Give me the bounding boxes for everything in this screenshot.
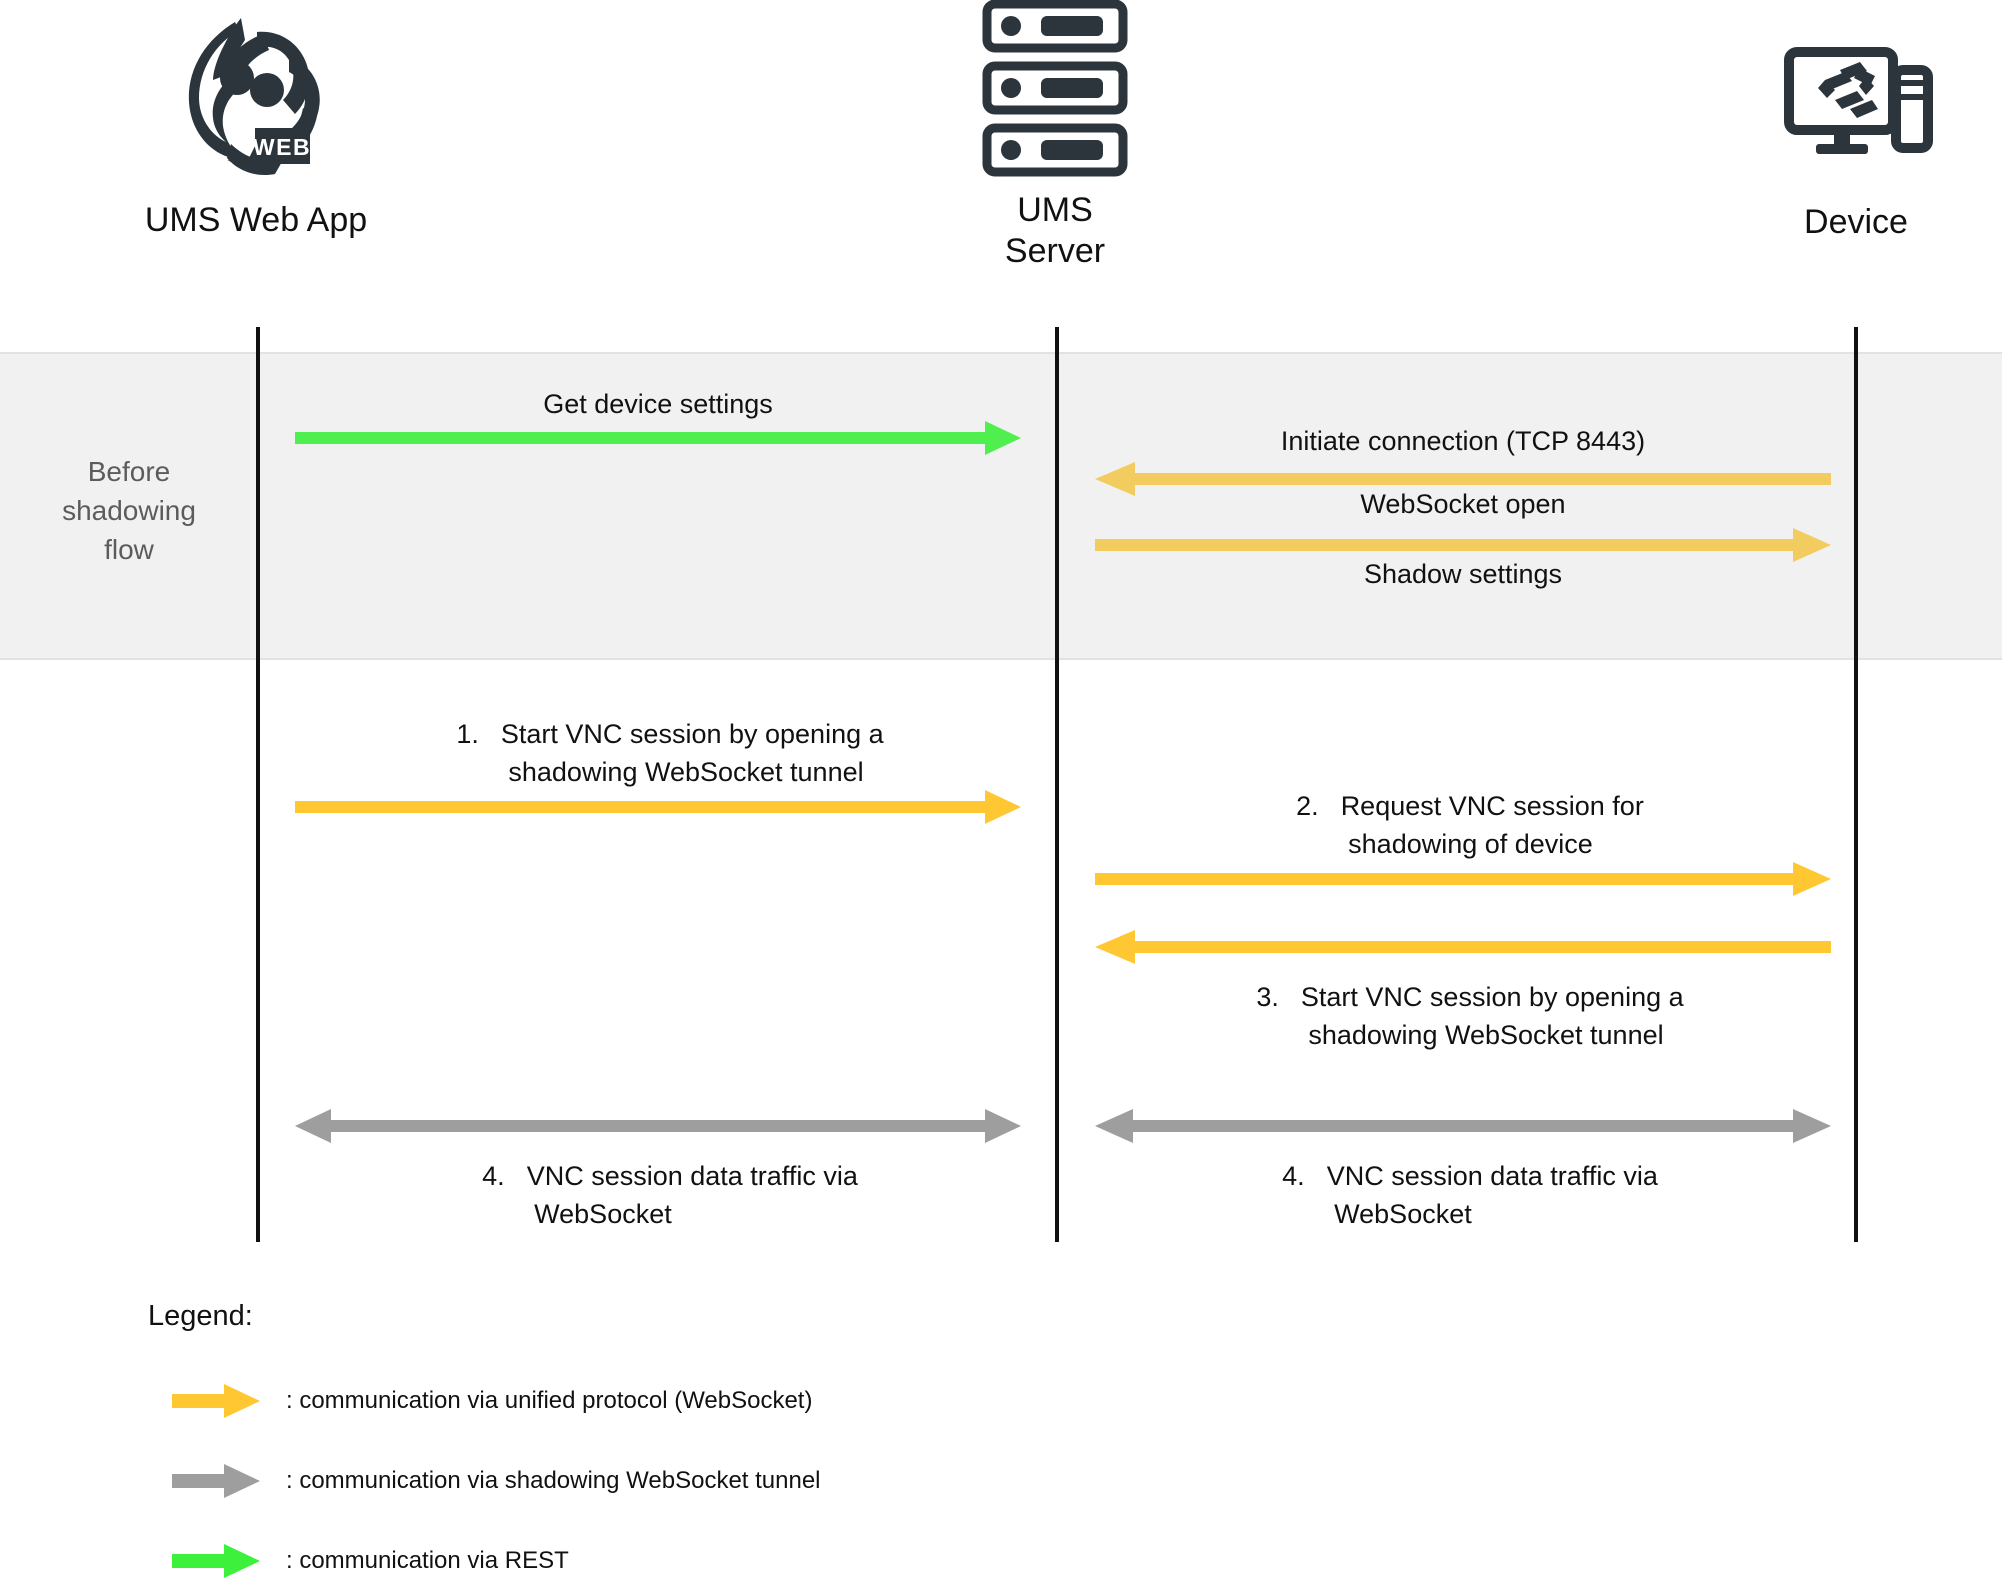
message-number-3: 3. [1256,982,1279,1012]
actor-name-ums-server: UMS Server [875,190,1235,272]
message-text-step-1-line-2: shadowing WebSocket tunnel [508,757,864,787]
arrow-step-4-right [1095,1109,1831,1143]
message-text-step-2-line-2: shadowing of device [1348,829,1593,859]
actor-name-ums-server-line-2: Server [1004,232,1106,270]
legend-text-rest: : communication via REST [286,1547,569,1574]
desktop-computer-icon [1676,12,2002,190]
arrow-get-device-settings [295,421,1021,455]
arrow-websocket-open [1095,528,1831,562]
actor-name-ums-server-line-1: UMS [1017,191,1093,229]
band-label: Before shadowing flow [0,452,258,569]
message-label-get-device-settings: Get device settings [543,389,773,419]
message-label-step-4-left: 4. VNC session data traffic via WebSocket [360,1157,980,1233]
band-label-line-2: shadowing [62,495,196,526]
actor-name-ums-web-app: UMS Web App [144,201,368,239]
message-number-4-left: 4. [482,1161,505,1191]
actor-device: Device [1676,12,2002,243]
lifeline-ums-web-app [256,327,260,1242]
message-label-step-2: 2. Request VNC session for shadowing of d… [1150,787,1790,863]
legend-arrow-rest-icon [172,1544,260,1578]
band-label-line-3: flow [104,534,154,565]
message-text-step-1-line-1: Start VNC session by opening a [500,719,884,749]
before-shadowing-band [0,352,2002,660]
legend-item-rest: : communication via REST [172,1538,992,1584]
legend-text-unified: : communication via unified protocol (We… [286,1387,813,1414]
message-label-websocket-open: WebSocket open [1360,489,1566,519]
message-number-1: 1. [456,719,479,749]
legend-title: Legend: [148,1300,253,1332]
arrow-initiate-connection [1095,462,1831,496]
legend-item-unified: : communication via unified protocol (We… [172,1378,992,1424]
band-label-line-1: Before [87,456,171,487]
lifeline-device [1854,327,1858,1242]
actor-ums-web-app: WEB UMS Web App [76,10,436,241]
server-rack-icon [875,0,1235,178]
svg-text:WEB: WEB [253,134,311,160]
arrow-step-1 [295,790,1021,824]
message-text-step-3-line-2: shadowing WebSocket tunnel [1308,1020,1664,1050]
message-text-step-2-line-1: Request VNC session for [1340,791,1644,821]
ums-web-logo-icon: WEB [76,10,436,188]
message-text-step-4-right-line-1: VNC session data traffic via [1326,1161,1658,1191]
message-text-step-3-line-1: Start VNC session by opening a [1300,982,1684,1012]
message-label-initiate-connection: Initiate connection (TCP 8443) [1280,426,1646,456]
message-label-step-1: 1. Start VNC session by opening a shadowi… [360,715,980,791]
message-label-step-4-right: 4. VNC session data traffic via WebSocket [1160,1157,1780,1233]
message-text-step-4-right-line-2: WebSocket [1334,1199,1472,1229]
message-text-step-4-left-line-1: VNC session data traffic via [526,1161,858,1191]
message-label-shadow-settings: Shadow settings [1363,559,1563,589]
lifeline-ums-server [1055,327,1059,1242]
legend-item-shadow: : communication via shadowing WebSocket … [172,1458,992,1504]
message-number-2: 2. [1296,791,1319,821]
legend-arrow-unified-icon [172,1384,260,1418]
message-label-step-3: 3. Start VNC session by opening a shadowi… [1150,978,1790,1054]
actor-name-device: Device [1804,203,1908,241]
legend-arrow-shadow-icon [172,1464,260,1498]
message-number-4-right: 4. [1282,1161,1305,1191]
actor-ums-server: UMS Server [875,0,1235,272]
arrow-step-2 [1095,862,1831,896]
legend-text-shadow: : communication via shadowing WebSocket … [286,1467,821,1494]
message-text-step-4-left-line-2: WebSocket [534,1199,672,1229]
arrow-step-3 [1095,930,1831,964]
arrow-step-4-left [295,1109,1021,1143]
